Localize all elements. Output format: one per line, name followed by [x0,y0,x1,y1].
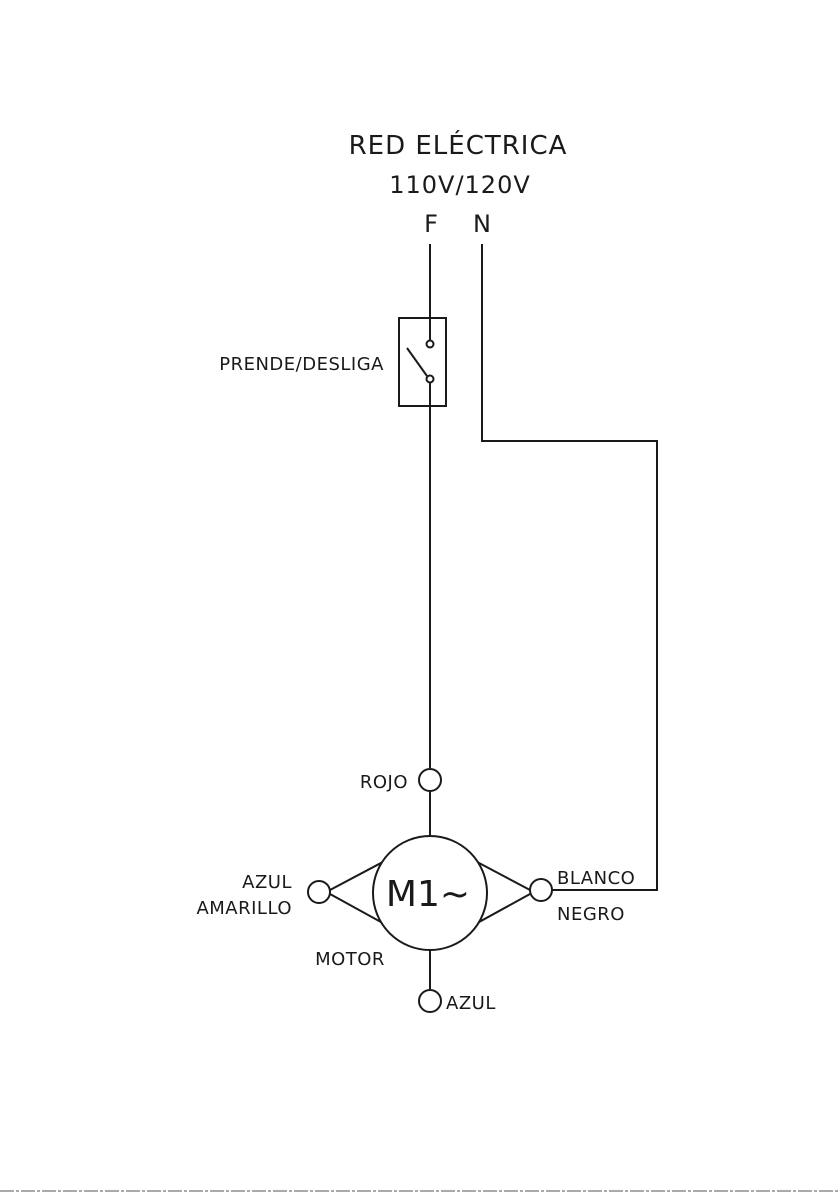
wire-label-right-2: NEGRO [557,904,625,925]
motor-label: MOTOR [315,949,385,970]
switch-lever [407,348,427,376]
motor-symbol-label: M1~ [386,874,470,915]
switch-box [399,318,446,406]
terminal-rojo [419,769,441,791]
wire-label-left-2: AMARILLO [196,898,292,919]
neutral-terminal-label: N [473,210,491,238]
switch-label: PRENDE/DESLIGA [219,354,384,375]
voltage-label: 110V/120V [389,171,531,199]
wire-label-right-1: BLANCO [557,868,635,889]
switch-symbol [399,318,446,406]
wire-label-left-1: AZUL [242,872,292,893]
wire-label-rojo: ROJO [360,772,408,793]
switch-contact-bottom [427,376,434,383]
switch-contact-top [427,341,434,348]
phase-terminal-label: F [424,210,438,238]
terminal-bottom [419,990,441,1012]
diagram-title: RED ELÉCTRICA [349,129,568,161]
wire-label-bottom: AZUL [446,993,496,1014]
neutral-wire [482,244,657,890]
terminal-left [308,881,330,903]
terminal-right [530,879,552,901]
